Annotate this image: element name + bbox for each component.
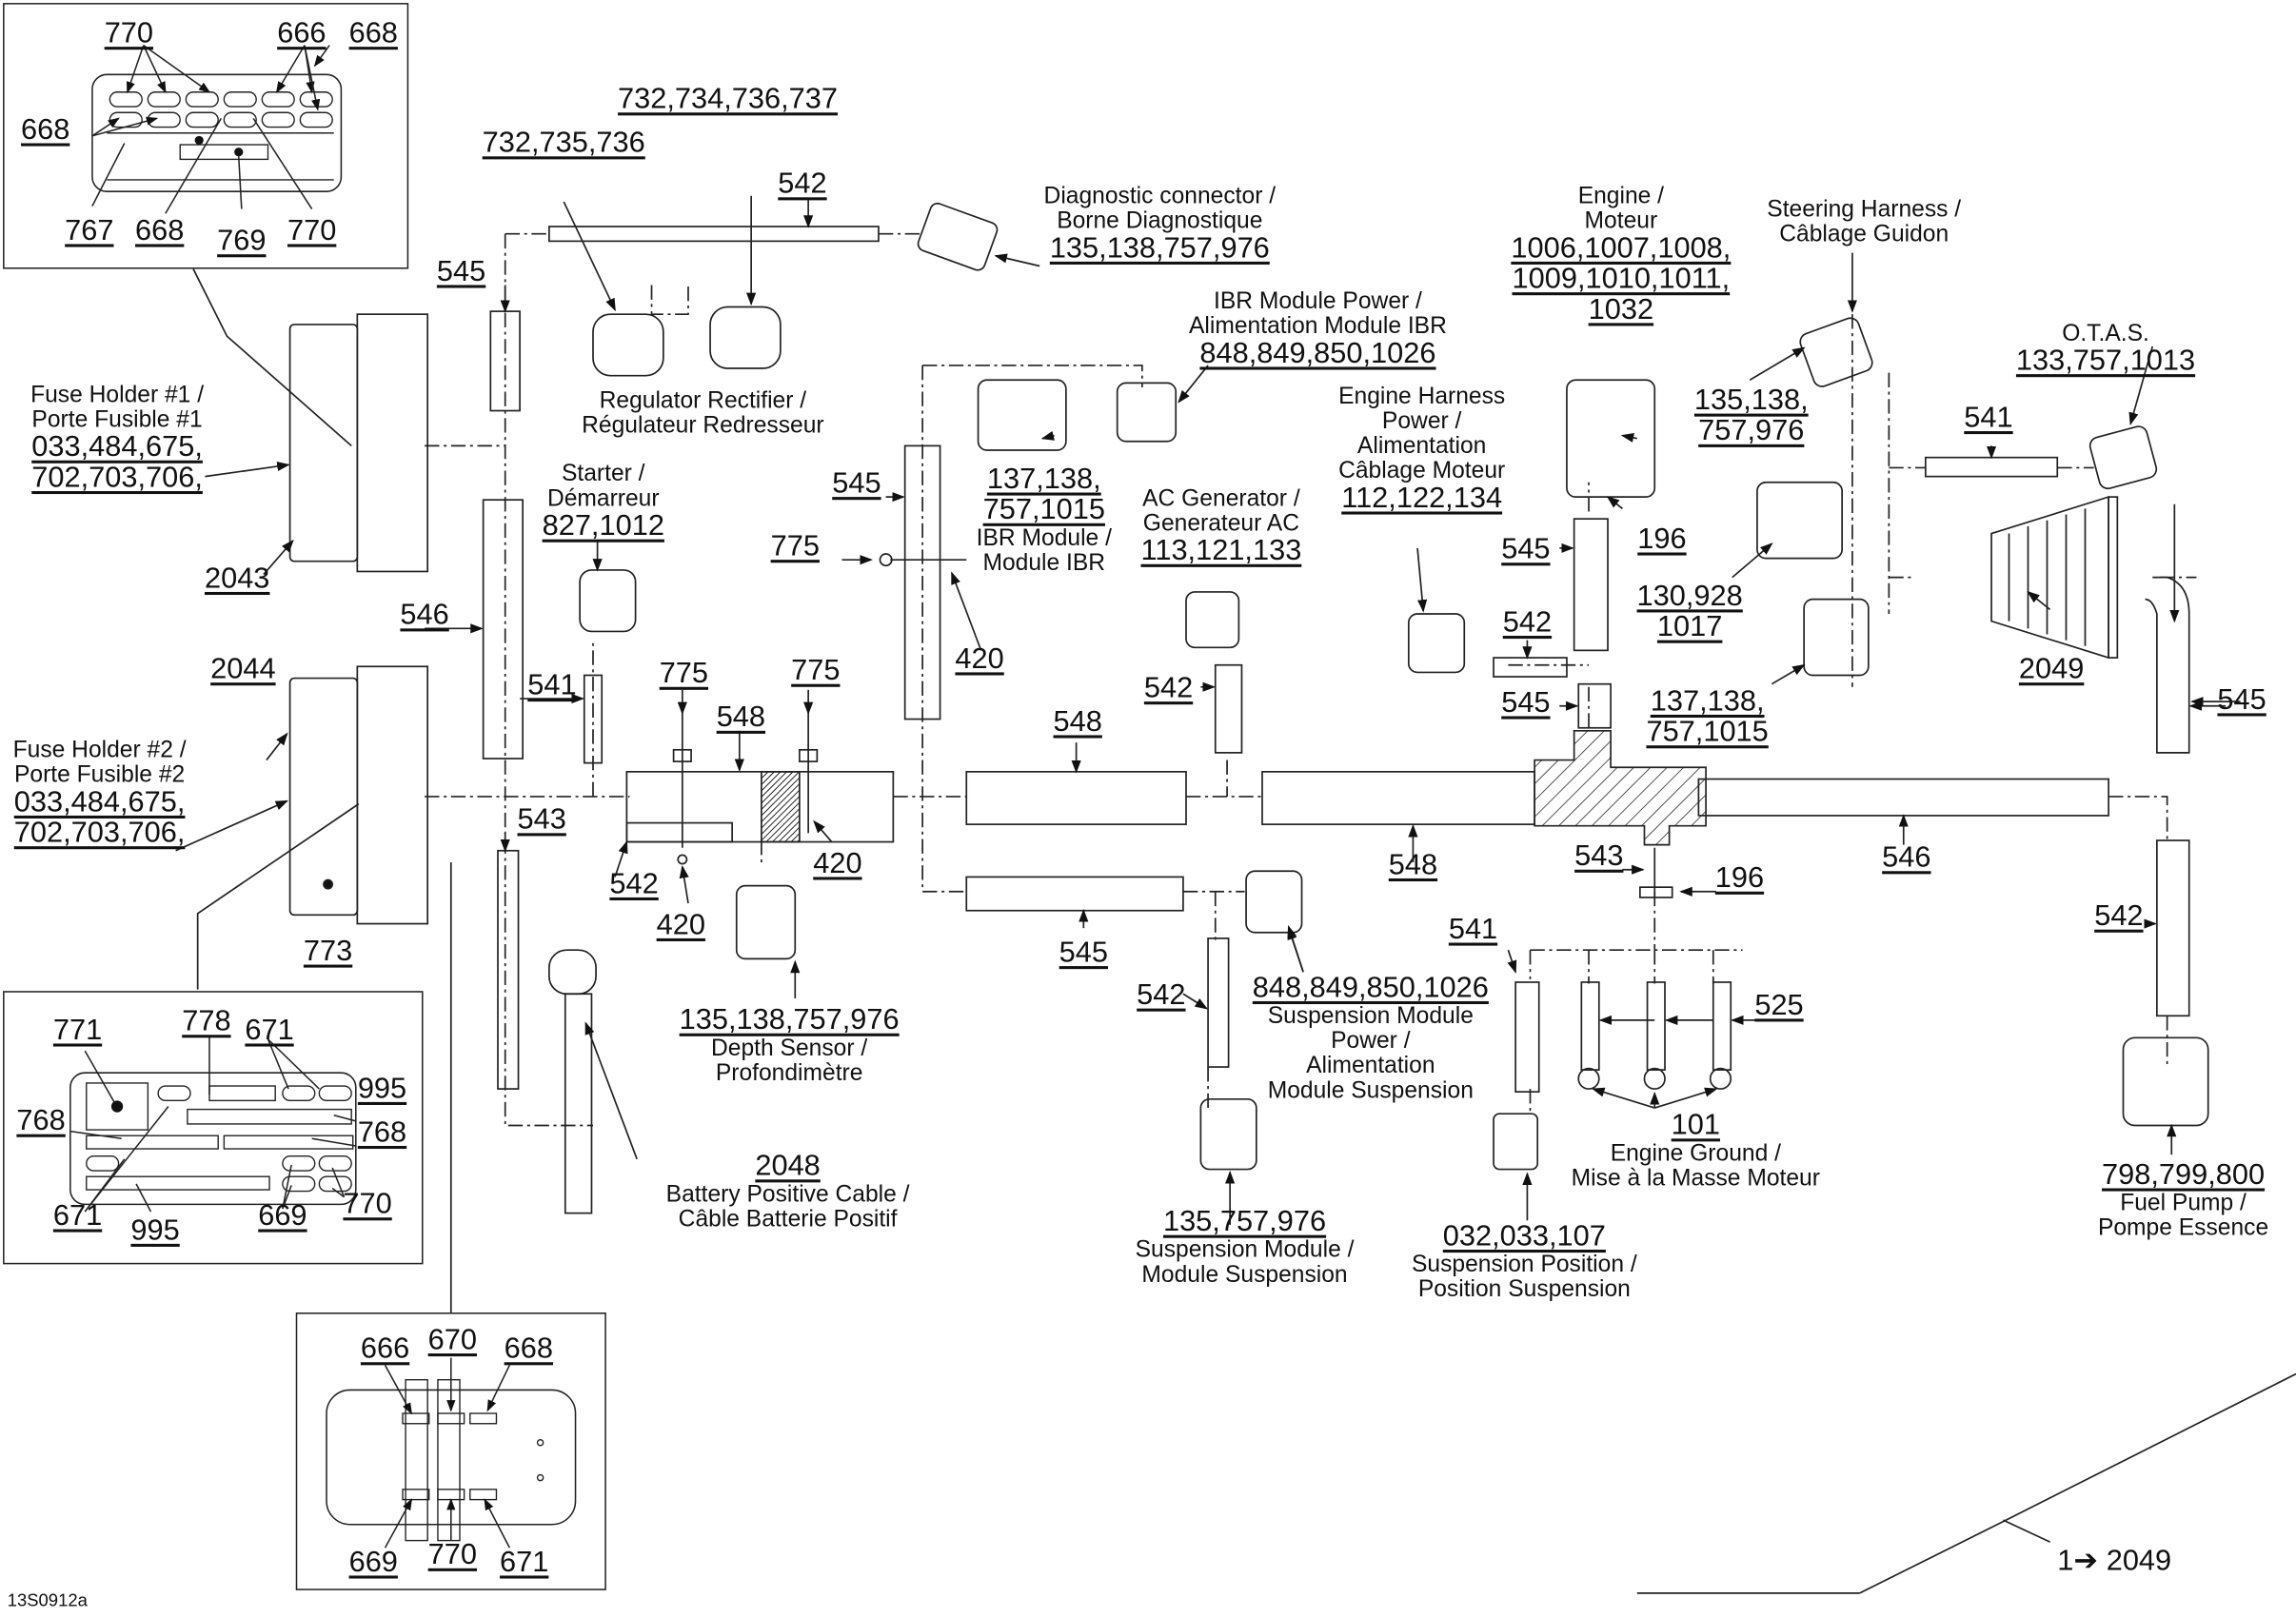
figure-code: 13S0912a <box>7 1589 88 1611</box>
ref-769: 769 <box>217 225 267 258</box>
relay-box-diagram <box>326 1357 577 1549</box>
ref-671: 671 <box>245 1014 294 1047</box>
ref-545: 545 <box>436 255 486 288</box>
inset-fuse-holder-1-detail: 770 666 668 668 767 668 769 770 <box>3 3 409 269</box>
ref-668: 668 <box>504 1332 553 1366</box>
label-otas[interactable]: O.T.A.S. 133,757,1013 <box>2015 321 2196 378</box>
ref-770: 770 <box>104 17 154 50</box>
ref-548: 548 <box>1053 705 1102 739</box>
ref-543: 543 <box>1574 840 1624 873</box>
label-depth-sensor[interactable]: 135,138,757,976 Depth Sensor / Profondim… <box>679 1004 900 1087</box>
ref-669: 669 <box>258 1199 307 1233</box>
ref-541: 541 <box>1448 913 1498 946</box>
ref-545: 545 <box>2217 683 2266 717</box>
ref-767: 767 <box>65 214 114 247</box>
label-steering-low-parts[interactable]: 137,138, 757,1015 <box>1646 685 1769 749</box>
ref-542: 542 <box>2094 899 2144 933</box>
ref-671: 671 <box>52 1199 103 1233</box>
ref-420: 420 <box>656 909 705 941</box>
ref-548: 548 <box>716 701 766 734</box>
label-engine-ground[interactable]: 101 Engine Ground / Mise à la Masse Mote… <box>1571 1109 1820 1192</box>
ref-768: 768 <box>357 1116 407 1150</box>
ref-668: 668 <box>348 17 398 50</box>
inset-fuse-holder-2-detail: 771 778 671 995 768 768 671 995 669 770 <box>3 991 424 1265</box>
ref-543: 543 <box>517 803 566 837</box>
ref-668: 668 <box>135 214 185 247</box>
ref-541: 541 <box>527 669 577 702</box>
ref-995: 995 <box>357 1073 407 1105</box>
ref-668: 668 <box>21 113 70 147</box>
fuse-box-1-diagram <box>91 44 343 214</box>
ref-770: 770 <box>287 214 337 247</box>
ref-770: 770 <box>427 1539 477 1571</box>
ref-771: 771 <box>52 1014 103 1047</box>
inset-relay-detail: 666 670 668 669 770 671 <box>295 1312 606 1590</box>
label-diagnostic-connector[interactable]: Diagnostic connector / Borne Diagnostiqu… <box>1043 184 1277 265</box>
label-fuse-holder-2[interactable]: Fuse Holder #2 / Porte Fusible #2 033,48… <box>12 738 187 850</box>
ref-775: 775 <box>770 530 820 563</box>
ref-666: 666 <box>360 1332 410 1366</box>
ref-542: 542 <box>1143 672 1194 705</box>
ref-545: 545 <box>1501 533 1551 566</box>
label-regulator: Regulator Rectifier / Régulateur Redress… <box>582 388 824 439</box>
ref-420: 420 <box>955 642 1004 676</box>
ref-545: 545 <box>1501 686 1551 720</box>
label-steering-parts[interactable]: 135,138, 757,976 <box>1693 384 1809 447</box>
ref-525: 525 <box>1754 989 1804 1022</box>
ref-542: 542 <box>1137 978 1186 1012</box>
ref-542: 542 <box>778 168 827 201</box>
label-regulator-parts-a[interactable]: 732,735,736 <box>482 127 645 160</box>
label-suspension-module[interactable]: 135,757,976 Suspension Module / Module S… <box>1135 1205 1355 1288</box>
ref-671: 671 <box>500 1546 549 1579</box>
ref-541: 541 <box>1964 402 2013 435</box>
ref-670: 670 <box>427 1324 477 1357</box>
label-engine-harness-power[interactable]: Engine Harness Power / Alimentation Câbl… <box>1338 384 1506 515</box>
label-suspension-module-power[interactable]: 848,849,850,1026 Suspension Module Power… <box>1252 972 1489 1104</box>
ref-2049: 2049 <box>2018 653 2085 686</box>
ref-775: 775 <box>659 658 709 690</box>
label-fuel-pump[interactable]: 798,799,800 Fuel Pump / Pompe Essence <box>2097 1158 2269 1241</box>
ref-995: 995 <box>130 1214 180 1247</box>
ref-545: 545 <box>832 467 881 501</box>
label-ibr-module-power[interactable]: IBR Module Power / Alimentation Module I… <box>1189 289 1447 370</box>
label-ac-generator[interactable]: AC Generator / Generateur AC 113,121,133 <box>1140 486 1302 567</box>
label-steering-mid-parts[interactable]: 130,928 1017 <box>1636 580 1743 643</box>
ref-768: 768 <box>16 1104 66 1137</box>
ref-545: 545 <box>1059 937 1108 970</box>
ref-546: 546 <box>400 599 449 632</box>
label-ibr-module[interactable]: 137,138, 757,1015 IBR Module / Module IB… <box>976 463 1112 577</box>
ref-542: 542 <box>1502 606 1553 640</box>
ref-2043: 2043 <box>204 562 270 596</box>
label-suspension-position[interactable]: 032,033,107 Suspension Position / Positi… <box>1411 1220 1637 1303</box>
ref-773: 773 <box>303 935 353 968</box>
ref-2044: 2044 <box>210 653 276 686</box>
ref-542: 542 <box>609 868 659 900</box>
ref-420: 420 <box>813 847 862 880</box>
ref-775: 775 <box>791 654 841 687</box>
label-battery-positive-cable[interactable]: 2048 Battery Positive Cable / Câble Batt… <box>665 1150 910 1233</box>
ref-778: 778 <box>182 1005 231 1038</box>
callout-range: 1➔ 2049 <box>2057 1545 2172 1577</box>
ref-770: 770 <box>343 1188 392 1221</box>
ref-196: 196 <box>1637 523 1687 556</box>
label-regulator-parts-b[interactable]: 732,734,736,737 <box>618 83 839 116</box>
fuse-box-2-diagram <box>69 1036 357 1213</box>
ref-669: 669 <box>348 1546 398 1579</box>
sleeve-542-top <box>548 226 880 243</box>
ref-548: 548 <box>1388 849 1438 882</box>
label-engine[interactable]: Engine / Moteur 1006,1007,1008, 1009,101… <box>1511 184 1732 326</box>
label-steering-harness[interactable]: Steering Harness / Câblage Guidon <box>1767 197 1962 247</box>
ref-196: 196 <box>1714 862 1765 895</box>
label-starter[interactable]: Starter / Démarreur 827,1012 <box>542 462 664 543</box>
ref-666: 666 <box>277 17 327 50</box>
ref-546: 546 <box>1882 841 1931 875</box>
label-fuse-holder-1[interactable]: Fuse Holder #1 / Porte Fusible #1 033,48… <box>30 383 205 495</box>
